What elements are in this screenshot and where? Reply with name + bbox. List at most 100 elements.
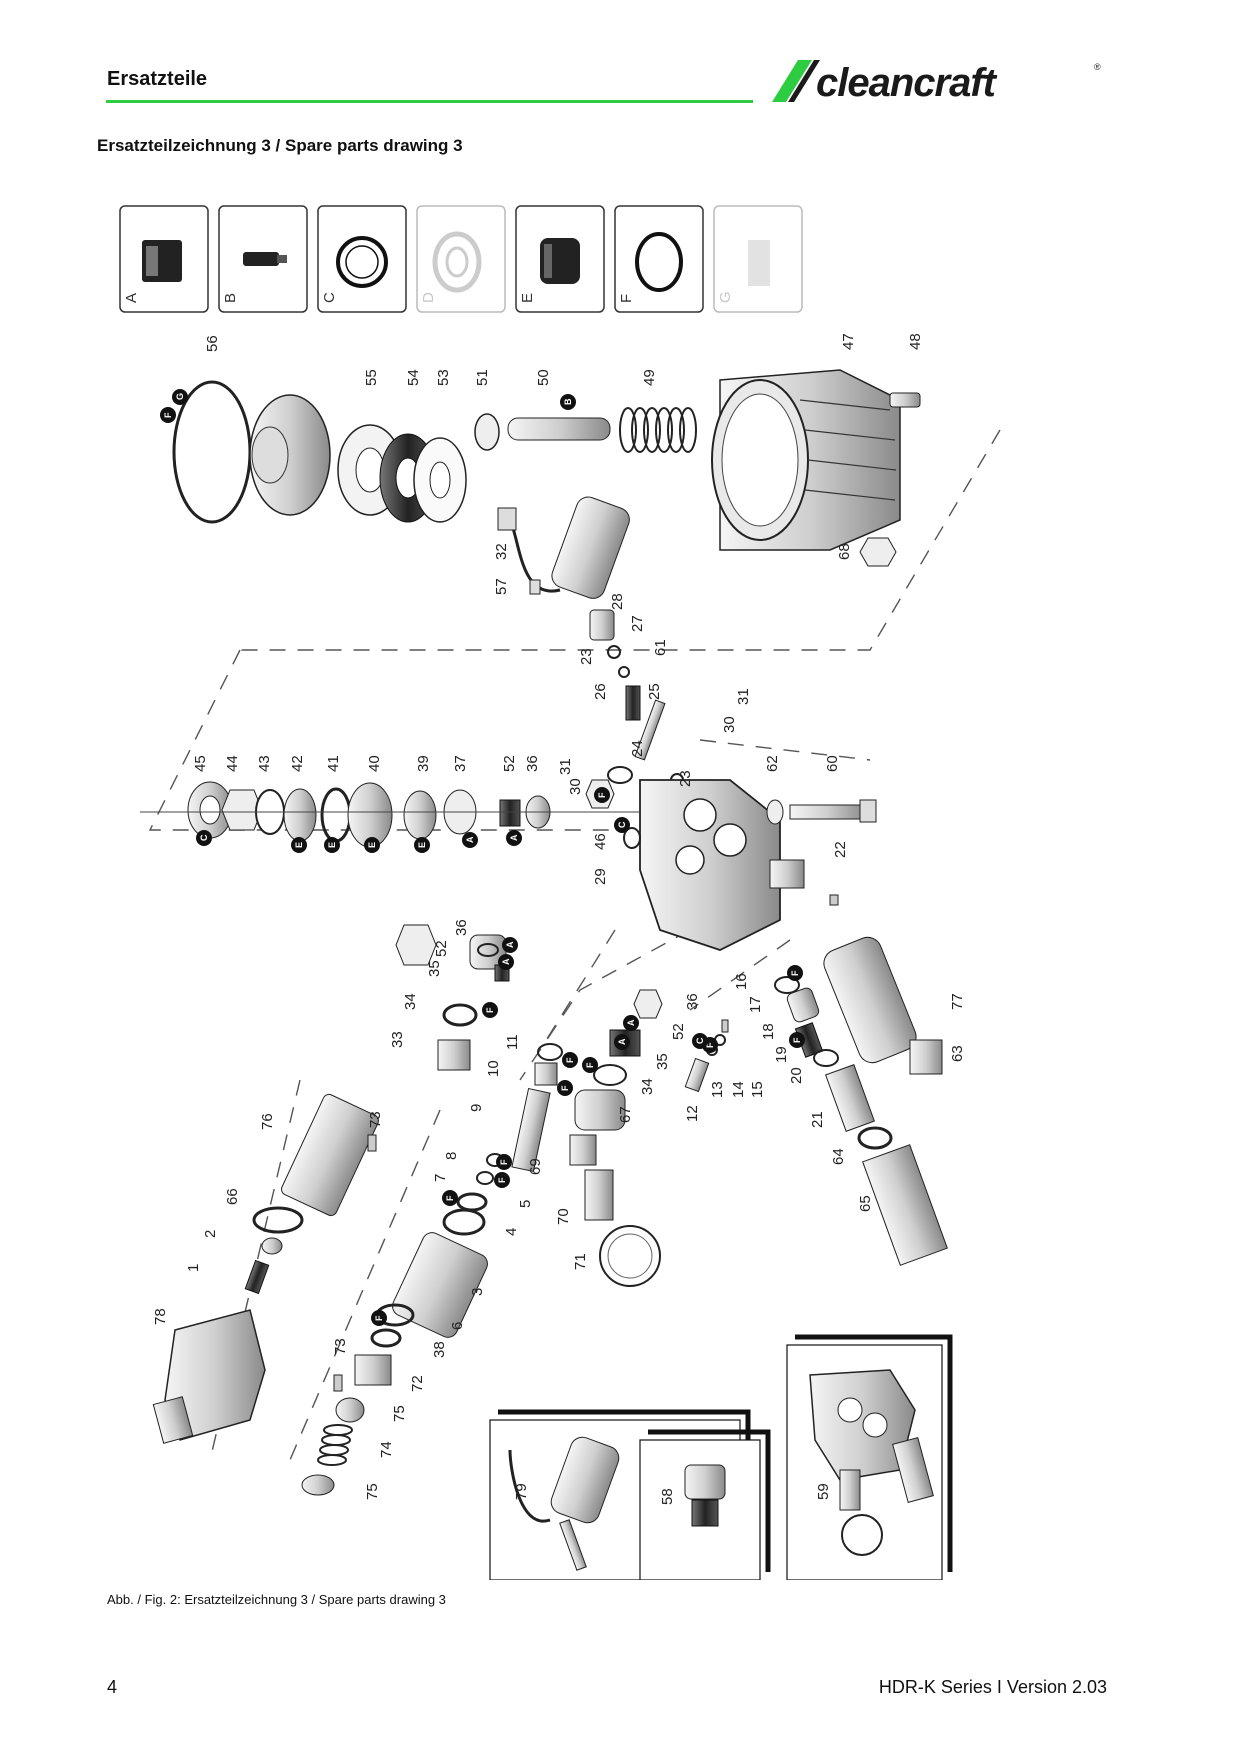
part-number: 24 xyxy=(629,740,646,757)
kit-marker-badge: A xyxy=(623,1015,639,1031)
part-number: 61 xyxy=(652,639,669,656)
part-number: 43 xyxy=(256,755,273,772)
kit-label: F xyxy=(618,294,635,303)
svg-text:A: A xyxy=(617,1038,627,1045)
part-number: 8 xyxy=(443,1152,460,1160)
kit-marker-badge: C xyxy=(614,817,630,833)
part-number: 34 xyxy=(639,1078,656,1095)
part-number: 65 xyxy=(857,1195,874,1212)
svg-text:F: F xyxy=(585,1062,595,1068)
part-number: 21 xyxy=(809,1111,826,1128)
part-number: 34 xyxy=(402,993,419,1010)
kit-label: E xyxy=(519,293,536,303)
part-number: 20 xyxy=(788,1067,805,1084)
kit-label: A xyxy=(123,293,140,303)
page-number: 4 xyxy=(107,1677,118,1697)
part-number: 41 xyxy=(325,755,342,772)
part-number: 51 xyxy=(474,369,491,386)
part-number: 37 xyxy=(452,755,469,772)
kit-c: C xyxy=(317,205,407,313)
part-number: 53 xyxy=(435,369,452,386)
o-ring-icon xyxy=(635,232,683,292)
kit-marker-badge: F xyxy=(789,1032,805,1048)
part-number: 74 xyxy=(378,1441,395,1458)
kit-marker-badge: F xyxy=(160,407,176,423)
kit-b: B xyxy=(218,205,308,313)
part-number: 48 xyxy=(907,333,924,350)
bearing-icon xyxy=(432,231,482,293)
kit-marker-badge: F xyxy=(557,1080,573,1096)
part-number: 72 xyxy=(409,1375,426,1392)
part-number: 16 xyxy=(733,973,750,990)
kit-marker-badge: E xyxy=(324,837,340,853)
part-number: 50 xyxy=(535,369,552,386)
part-number: 10 xyxy=(485,1060,502,1077)
sleeve-icon xyxy=(540,238,580,284)
part-number: 44 xyxy=(224,755,241,772)
part-number: 78 xyxy=(152,1308,169,1325)
kit-marker-badge: E xyxy=(364,837,380,853)
part-number: 59 xyxy=(815,1483,832,1500)
part-number: 30 xyxy=(567,778,584,795)
svg-text:F: F xyxy=(560,1085,570,1091)
part-number: 25 xyxy=(646,683,663,700)
kit-marker-badge: F xyxy=(582,1057,598,1073)
svg-text:A: A xyxy=(505,941,515,948)
kit-marker-badge: F xyxy=(787,965,803,981)
part-number: 69 xyxy=(527,1158,544,1175)
part-number: 5 xyxy=(517,1200,534,1208)
part-number: 60 xyxy=(824,755,841,772)
part-number: 79 xyxy=(513,1483,530,1500)
part-number: 3 xyxy=(469,1288,486,1296)
svg-text:G: G xyxy=(175,393,185,400)
part-number: 12 xyxy=(684,1105,701,1122)
kit-marker-badge: G xyxy=(172,389,188,405)
kit-marker-badge: A xyxy=(498,954,514,970)
part-number: 63 xyxy=(949,1045,966,1062)
kit-marker-badge: F xyxy=(442,1190,458,1206)
svg-text:F: F xyxy=(374,1315,384,1321)
part-number: 4 xyxy=(503,1228,520,1236)
kit-label: B xyxy=(222,293,239,303)
part-number: 46 xyxy=(592,833,609,850)
kit-marker-badge: F xyxy=(496,1154,512,1170)
part-number: 17 xyxy=(747,996,764,1013)
kit-marker-badge: C xyxy=(196,830,212,846)
kit-label: D xyxy=(420,292,437,303)
part-number: 66 xyxy=(224,1188,241,1205)
part-number: 47 xyxy=(840,333,857,350)
svg-text:A: A xyxy=(501,958,511,965)
svg-text:F: F xyxy=(163,412,173,418)
svg-text:E: E xyxy=(417,842,427,848)
spare-parts-drawing: A B C D E F G xyxy=(119,205,1001,1580)
kit-marker-badge: A xyxy=(614,1034,630,1050)
part-number: 52 xyxy=(670,1023,687,1040)
part-number: 58 xyxy=(659,1488,676,1505)
kit-marker-badge: F xyxy=(594,787,610,803)
part-number: 35 xyxy=(426,960,443,977)
part-number: 36 xyxy=(524,755,541,772)
document-version: HDR-K Series I Version 2.03 xyxy=(878,1677,1107,1697)
kit-legend: A B C D E F G xyxy=(119,205,803,313)
part-number: 27 xyxy=(629,615,646,632)
seal-ring-icon xyxy=(336,236,388,288)
svg-text:F: F xyxy=(445,1195,455,1201)
kit-a: A xyxy=(119,205,209,313)
part-number: 15 xyxy=(749,1081,766,1098)
kit-label: G xyxy=(717,291,734,303)
svg-text:F: F xyxy=(790,970,800,976)
svg-text:F: F xyxy=(565,1057,575,1063)
svg-text:A: A xyxy=(465,836,475,843)
svg-text:C: C xyxy=(199,834,209,841)
svg-text:C: C xyxy=(617,821,627,828)
part-number: 23 xyxy=(578,648,595,665)
part-number: 42 xyxy=(289,755,306,772)
svg-text:cleancraft: cleancraft xyxy=(816,61,998,105)
kit-marker-badge: A xyxy=(502,937,518,953)
part-number: 14 xyxy=(730,1081,747,1098)
part-number: 67 xyxy=(617,1106,634,1123)
kit-marker-badge: B xyxy=(560,394,576,410)
part-number: 68 xyxy=(836,543,853,560)
svg-text:B: B xyxy=(563,398,573,405)
inset-58 xyxy=(639,1429,771,1580)
